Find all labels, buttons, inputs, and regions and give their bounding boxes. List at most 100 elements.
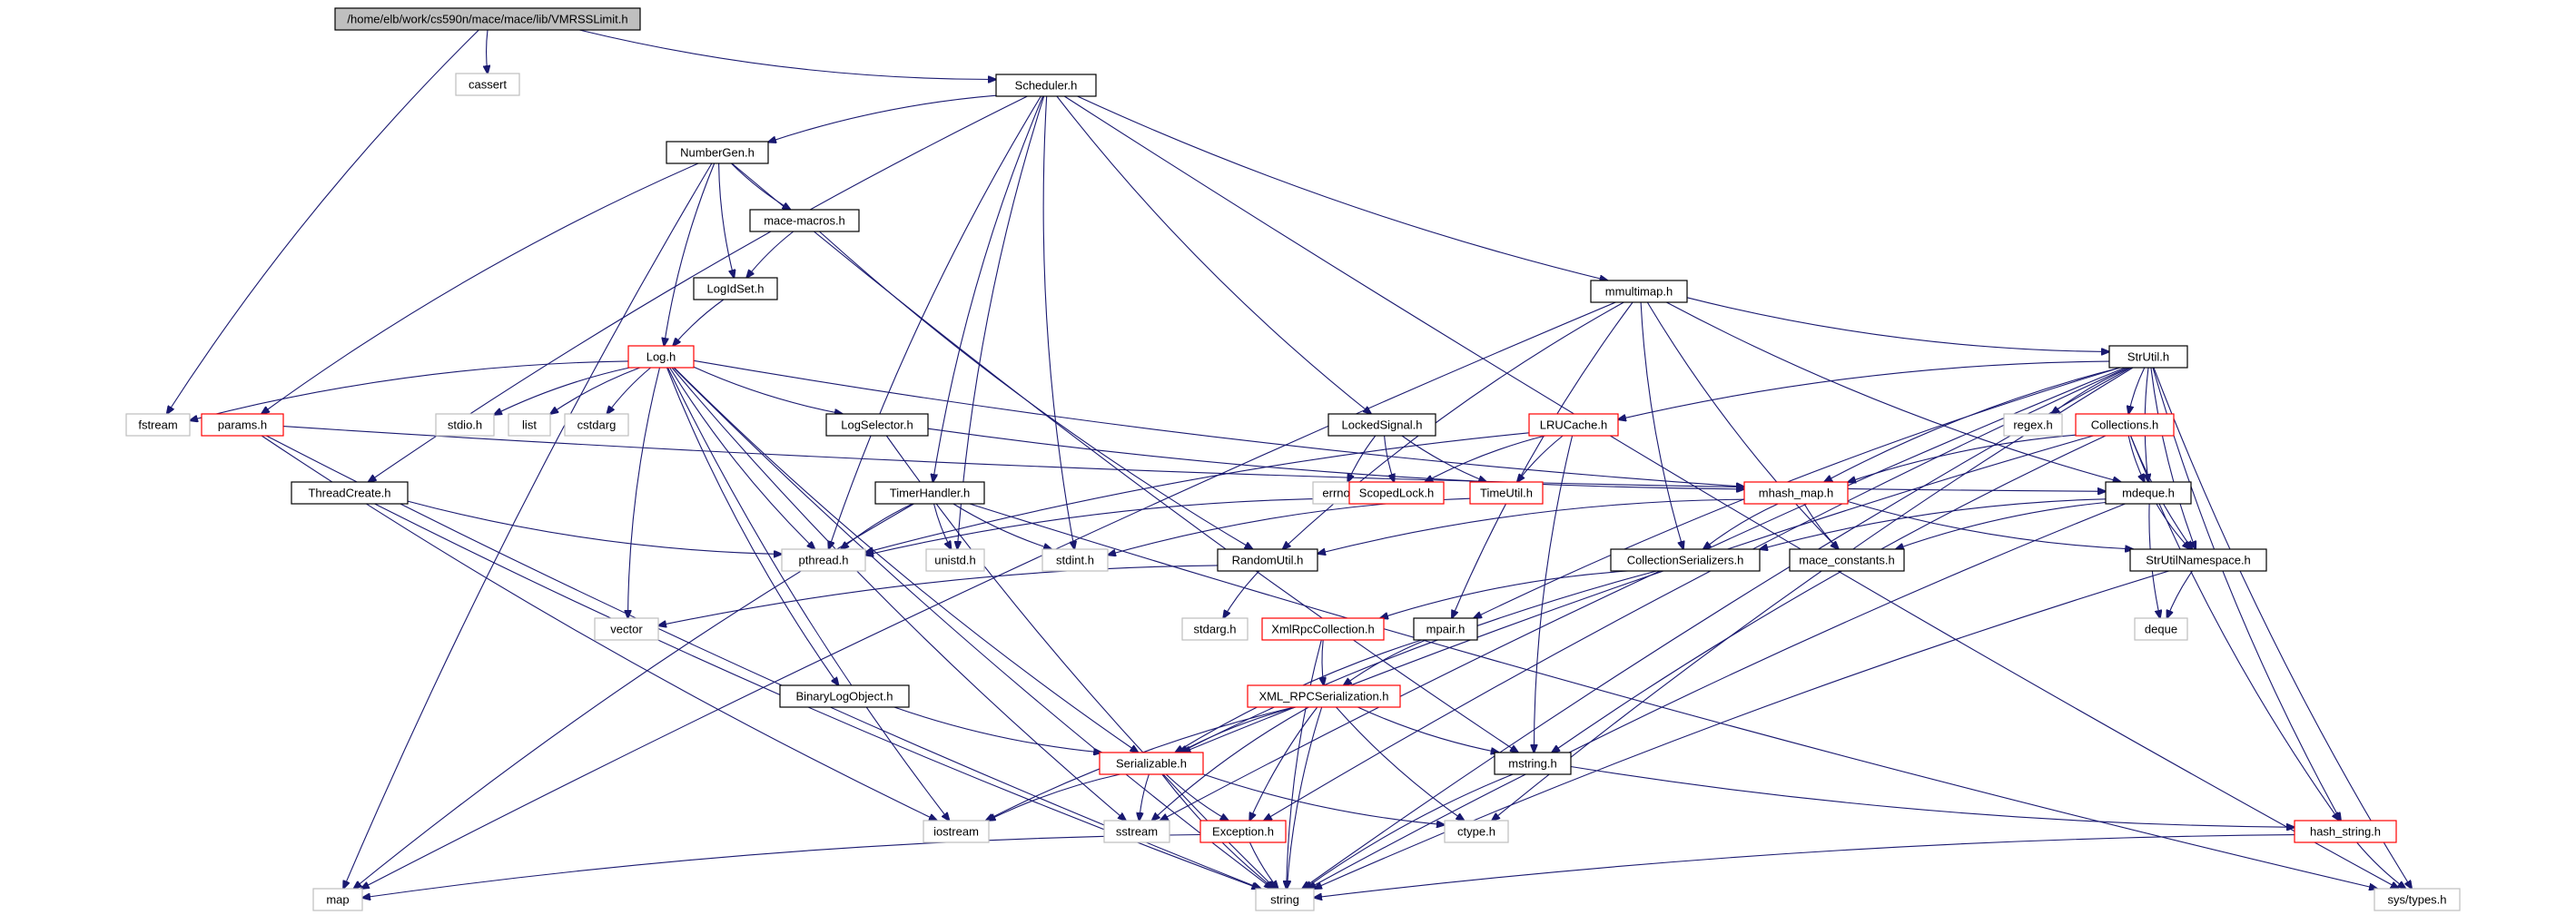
node-mpair-h[interactable]: mpair.h xyxy=(1413,617,1478,641)
edge-exception-to-string xyxy=(1249,841,1278,889)
edge-macemacros-to-randomutil xyxy=(819,231,1252,549)
node-label-map: map xyxy=(326,893,349,907)
edge-log-to-sstream xyxy=(671,367,1126,821)
edge-mdeque-to-string xyxy=(1308,503,2126,889)
edge-scheduler-to-timerhandler xyxy=(933,95,1044,482)
node-label-xml-rpcserialization-h: XML_RPCSerialization.h xyxy=(1258,690,1388,703)
edge-vmrss-to-fstream xyxy=(167,29,479,414)
node-strutilnamespace-h[interactable]: StrUtilNamespace.h xyxy=(2129,548,2267,572)
node-box-vector xyxy=(594,617,659,641)
node-label-mpair-h: mpair.h xyxy=(1426,623,1466,636)
node-serializable-h[interactable]: Serializable.h xyxy=(1099,752,1204,775)
node-exception-h[interactable]: Exception.h xyxy=(1199,820,1287,843)
node-box-regex-h xyxy=(2003,413,2063,437)
node-label-unistd-h: unistd.h xyxy=(934,554,976,567)
node-list: list xyxy=(508,413,551,437)
edge-mmultimap-to-collser xyxy=(1640,301,1683,549)
node-fstream: fstream xyxy=(125,413,191,437)
edge-numbergen-to-macemacros xyxy=(731,162,790,210)
node-box-mstring-h xyxy=(1494,752,1572,775)
edge-mpair-to-xmlrpcser xyxy=(1344,639,1426,685)
node-label-sys-types-h: sys/types.h xyxy=(2387,893,2446,907)
node-box-list xyxy=(508,413,551,437)
node-collectionserializers-h[interactable]: CollectionSerializers.h xyxy=(1610,548,1761,572)
node-params-h[interactable]: params.h xyxy=(201,413,284,437)
node-box-deque xyxy=(2134,617,2188,641)
node-timerhandler-h[interactable]: TimerHandler.h xyxy=(874,481,985,505)
edge-lrucache-to-pthread xyxy=(865,432,1530,553)
edge-lockedsignal-to-errno xyxy=(1347,435,1377,482)
edge-binarylog-to-serializable xyxy=(893,706,1101,753)
edge-log-to-binarylog xyxy=(666,367,839,685)
node-box-exception-h xyxy=(1199,820,1287,843)
node-label-home-elb-work-cs590n-mace-mace-lib-vmrsslimit-h: /home/elb/work/cs590n/mace/mace/lib/VMRS… xyxy=(347,13,627,26)
node-box-xmlrpccollection-h xyxy=(1261,617,1385,641)
node-lrucache-h[interactable]: LRUCache.h xyxy=(1528,413,1619,437)
node-xmlrpccollection-h[interactable]: XmlRpcCollection.h xyxy=(1261,617,1385,641)
node-threadcreate-h[interactable]: ThreadCreate.h xyxy=(291,481,409,505)
edge-vmrss-to-cassert xyxy=(487,29,488,74)
node-label-string: string xyxy=(1270,893,1299,907)
node-binarylogobject-h[interactable]: BinaryLogObject.h xyxy=(779,684,910,708)
edge-scheduler-to-stdint xyxy=(1042,95,1074,549)
node-label-stdio-h: stdio.h xyxy=(448,418,482,432)
node-mmultimap-h[interactable]: mmultimap.h xyxy=(1590,280,1688,303)
node-strutil-h[interactable]: StrUtil.h xyxy=(2108,345,2188,369)
node-box-binarylogobject-h xyxy=(779,684,910,708)
node-box-randomutil-h xyxy=(1217,548,1318,572)
node-randomutil-h[interactable]: RandomUtil.h xyxy=(1217,548,1318,572)
node-label-timerhandler-h: TimerHandler.h xyxy=(890,487,970,500)
edge-log-to-fstream xyxy=(190,360,629,420)
edge-log-to-vector xyxy=(628,367,661,618)
edge-logselector-to-mhashmap xyxy=(927,428,1744,489)
node-box-strutil-h xyxy=(2108,345,2188,369)
node-mace-macros-h[interactable]: mace-macros.h xyxy=(749,209,860,232)
node-box-scopedlock-h xyxy=(1348,481,1445,505)
node-home-elb-work-cs590n-mace-mace-lib-vmrsslimit-h[interactable]: /home/elb/work/cs590n/mace/mace/lib/VMRS… xyxy=(334,7,641,31)
node-box-iostream xyxy=(923,820,990,843)
edge-mmultimap-to-strutil xyxy=(1686,297,2109,352)
node-pthread-h: pthread.h xyxy=(781,548,866,572)
node-layer: /home/elb/work/cs590n/mace/mace/lib/VMRS… xyxy=(125,7,2461,911)
node-box-lrucache-h xyxy=(1528,413,1619,437)
node-box-string xyxy=(1255,888,1315,911)
node-vector: vector xyxy=(594,617,659,641)
node-logidset-h[interactable]: LogIdSet.h xyxy=(693,277,778,300)
node-box-mdeque-h xyxy=(2105,481,2192,505)
node-timeutil-h[interactable]: TimeUtil.h xyxy=(1469,481,1544,505)
node-xml-rpcserialization-h[interactable]: XML_RPCSerialization.h xyxy=(1247,684,1401,708)
node-label-mdeque-h: mdeque.h xyxy=(2122,487,2175,500)
edge-serializable-to-sstream xyxy=(1140,773,1150,821)
node-scheduler-h[interactable]: Scheduler.h xyxy=(995,74,1097,97)
node-label-params-h: params.h xyxy=(218,418,267,432)
node-mhash-map-h[interactable]: mhash_map.h xyxy=(1743,481,1849,505)
node-map: map xyxy=(312,888,363,911)
node-numbergen-h[interactable]: NumberGen.h xyxy=(666,141,769,164)
node-logselector-h[interactable]: LogSelector.h xyxy=(825,413,929,437)
node-mstring-h[interactable]: mstring.h xyxy=(1494,752,1572,775)
node-mdeque-h[interactable]: mdeque.h xyxy=(2105,481,2192,505)
node-scopedlock-h[interactable]: ScopedLock.h xyxy=(1348,481,1445,505)
edge-scheduler-to-mmultimap xyxy=(1077,95,1608,280)
edge-xmlrpcser-to-exception xyxy=(1249,706,1318,821)
node-log-h[interactable]: Log.h xyxy=(627,345,695,369)
node-label-logselector-h: LogSelector.h xyxy=(841,418,913,432)
edge-lockedsignal-to-scopedlock xyxy=(1384,435,1395,482)
node-box-ctype-h xyxy=(1444,820,1509,843)
edge-log-to-string xyxy=(673,367,1272,889)
node-label-hash-string-h: hash_string.h xyxy=(2310,825,2381,839)
edge-collections-to-mstring xyxy=(1552,435,2107,753)
node-label-ctype-h: ctype.h xyxy=(1457,825,1495,839)
node-box-mmultimap-h xyxy=(1590,280,1688,303)
node-hash-string-h[interactable]: hash_string.h xyxy=(2294,820,2397,843)
edge-scheduler-to-numbergen xyxy=(768,94,997,142)
node-mace-constants-h[interactable]: mace_constants.h xyxy=(1789,548,1905,572)
node-label-scopedlock-h: ScopedLock.h xyxy=(1359,487,1434,500)
node-collections-h[interactable]: Collections.h xyxy=(2075,413,2175,437)
node-stdint-h: stdint.h xyxy=(1041,548,1109,572)
node-lockedsignal-h[interactable]: LockedSignal.h xyxy=(1327,413,1436,437)
node-label-mmultimap-h: mmultimap.h xyxy=(1605,285,1673,299)
edge-xmlrpccoll-to-string xyxy=(1287,639,1322,889)
node-label-timeutil-h: TimeUtil.h xyxy=(1480,487,1533,500)
